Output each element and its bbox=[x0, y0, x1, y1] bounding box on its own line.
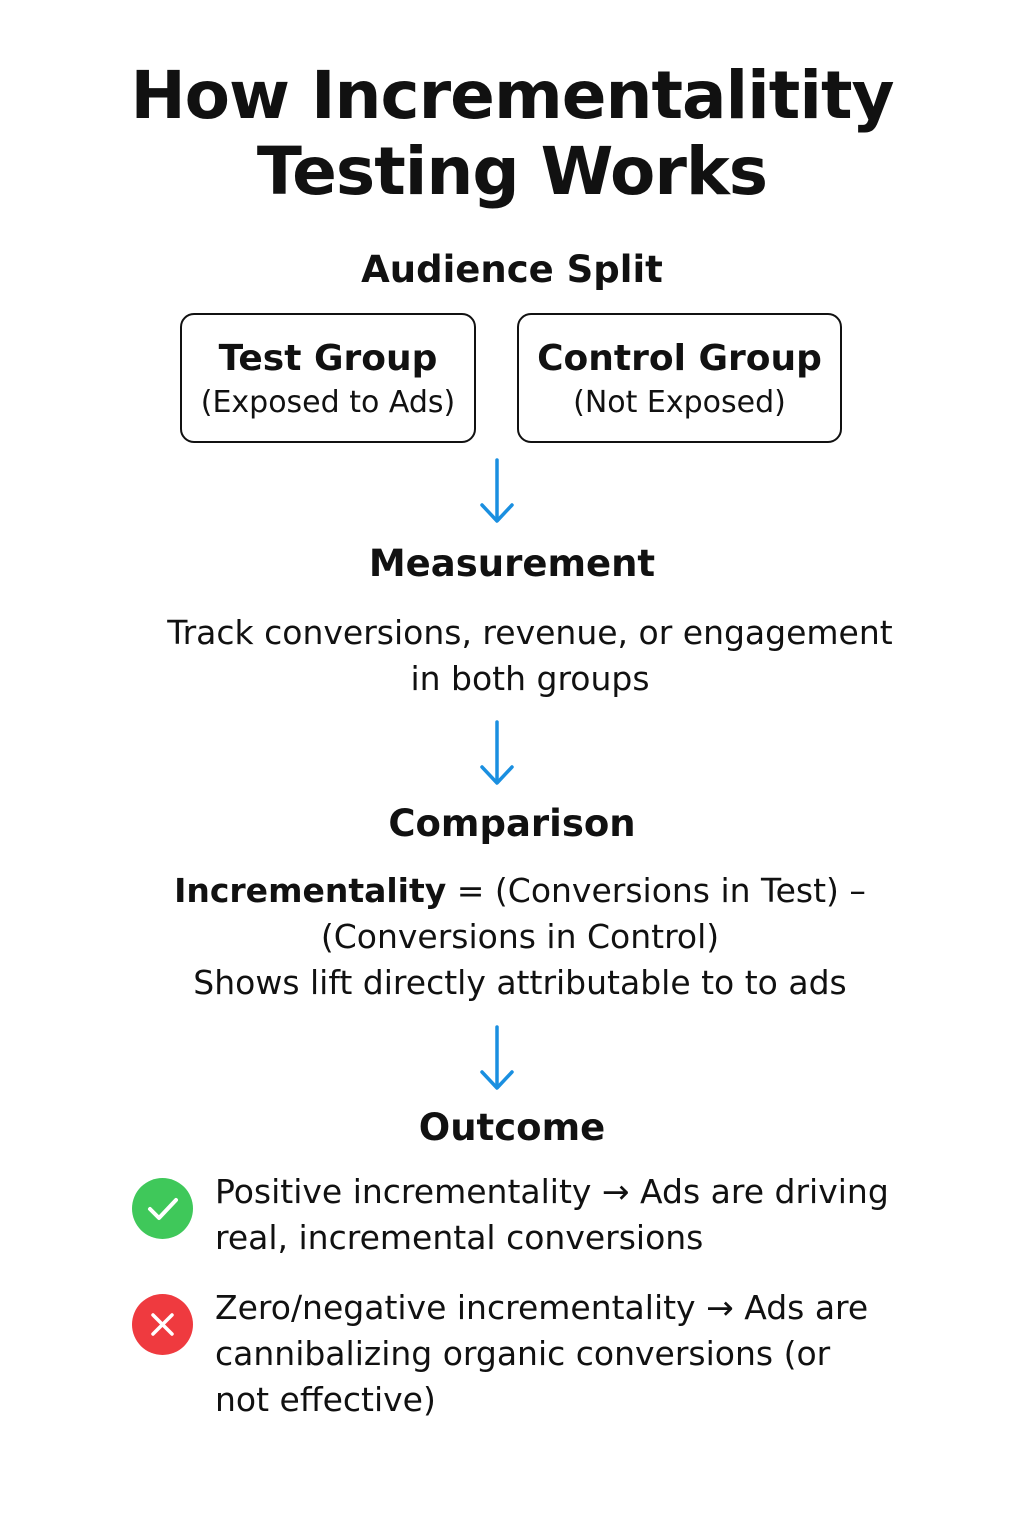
outcome-negative-line-2: cannibalizing organic conversions (or bbox=[215, 1334, 831, 1373]
comparison-formula-line-2: (Conversions in Control) bbox=[320, 917, 720, 956]
measurement-line-2: in both groups bbox=[410, 659, 650, 698]
check-icon bbox=[132, 1178, 193, 1239]
incrementality-term: Incrementality bbox=[174, 871, 447, 910]
down-arrow-icon bbox=[480, 720, 514, 785]
formula-rest: = (Conversions in Test) – bbox=[446, 871, 866, 910]
page-title: How Incrementalitity Testing Works bbox=[0, 58, 1024, 210]
outcome-negative-line-3: not effective) bbox=[215, 1380, 436, 1419]
comparison-formula-line-1: Incrementality = (Conversions in Test) – bbox=[8, 868, 1024, 914]
measurement-description: Track conversions, revenue, or engagemen… bbox=[18, 610, 1024, 702]
outcome-positive-text: Positive incrementality → Ads are drivin… bbox=[215, 1169, 915, 1261]
outcome-positive-line-1: Positive incrementality → Ads are drivin… bbox=[215, 1172, 889, 1211]
control-group-box: Control Group (Not Exposed) bbox=[517, 313, 842, 443]
audience-split-heading: Audience Split bbox=[361, 248, 663, 291]
test-group-subtitle: (Exposed to Ads) bbox=[200, 385, 456, 420]
outcome-negative-text: Zero/negative incrementality → Ads are c… bbox=[215, 1285, 915, 1423]
page-title-line-1: How Incrementalitity bbox=[130, 57, 894, 134]
down-arrow-icon bbox=[480, 458, 514, 523]
cross-icon bbox=[132, 1294, 193, 1355]
down-arrow-icon bbox=[480, 1025, 514, 1090]
outcome-negative-line-1: Zero/negative incrementality → Ads are bbox=[215, 1288, 869, 1327]
test-group-box: Test Group (Exposed to Ads) bbox=[180, 313, 476, 443]
outcome-positive-line-2: real, incremental conversions bbox=[215, 1218, 704, 1257]
comparison-description: Incrementality = (Conversions in Test) –… bbox=[8, 868, 1024, 1006]
control-group-subtitle: (Not Exposed) bbox=[573, 385, 786, 420]
measurement-heading: Measurement bbox=[368, 542, 656, 585]
outcome-heading: Outcome bbox=[418, 1106, 606, 1149]
page-title-line-2: Testing Works bbox=[256, 133, 768, 210]
control-group-title: Control Group bbox=[537, 338, 822, 379]
measurement-line-1: Track conversions, revenue, or engagemen… bbox=[167, 613, 893, 652]
comparison-heading: Comparison bbox=[388, 802, 636, 845]
test-group-title: Test Group bbox=[218, 338, 438, 379]
comparison-note: Shows lift directly attributable to to a… bbox=[193, 963, 847, 1002]
